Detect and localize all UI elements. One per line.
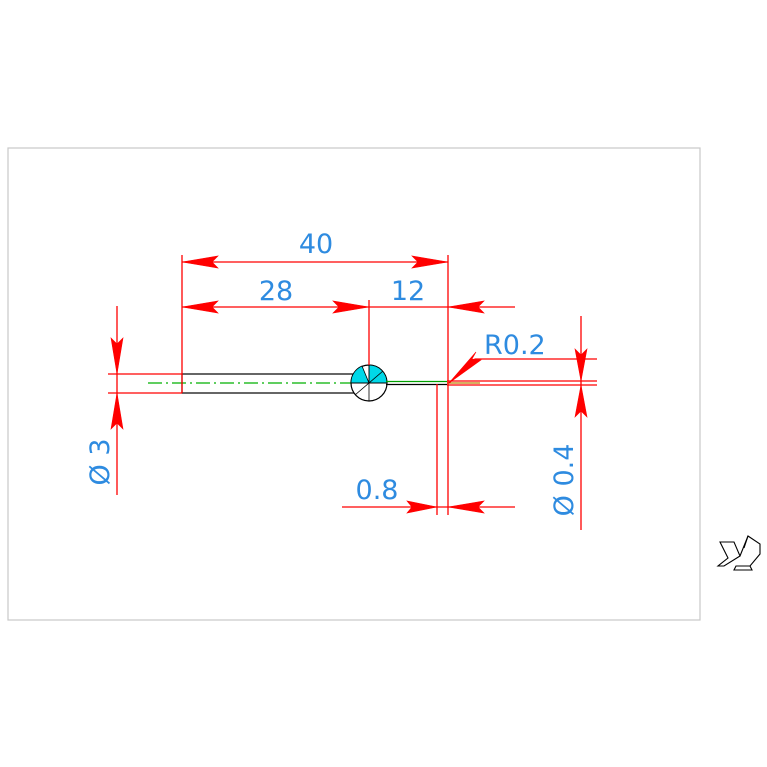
- ball-hatch-left: [350, 365, 370, 384]
- dim-shank-diameter: Ø 3: [85, 438, 116, 485]
- ucs-axis-icon: [716, 535, 761, 571]
- dim-tip-diameter: Ø 0.4: [549, 444, 580, 517]
- dim-tip-radius: R0.2: [484, 330, 546, 361]
- dim-tip-length: 12: [391, 276, 425, 307]
- dimension-geometry: [108, 255, 597, 530]
- dim-shank-length: 28: [259, 276, 293, 307]
- dim-overall-length: 40: [299, 229, 333, 260]
- dim-tip-offset: 0.8: [356, 475, 399, 506]
